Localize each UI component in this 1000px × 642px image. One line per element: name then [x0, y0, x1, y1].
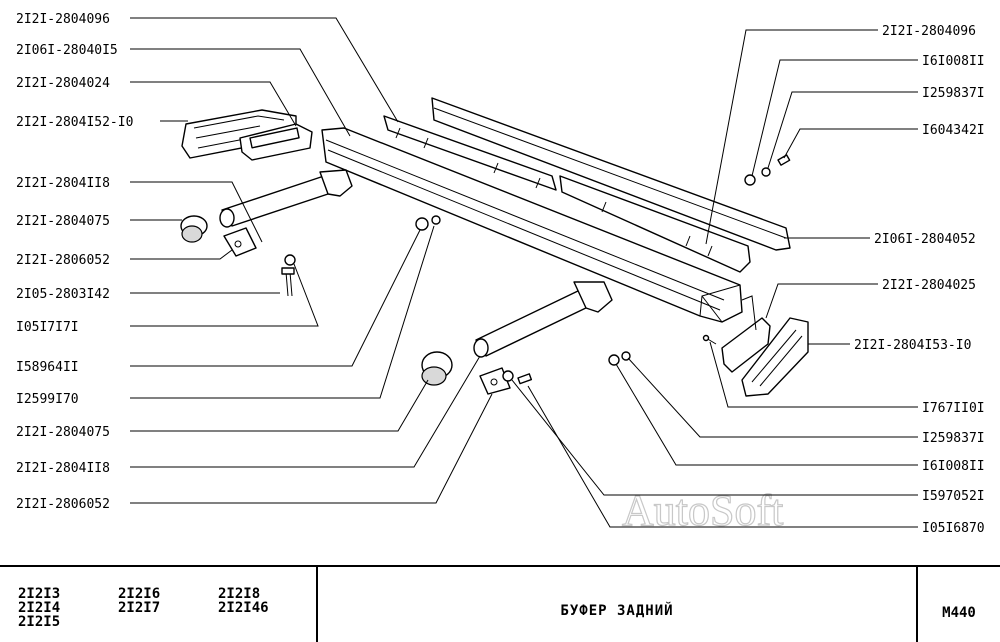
bumper-moulding — [431, 97, 791, 251]
label-right-6: 2I2I-2804025 — [882, 278, 976, 293]
bumper-bracket-left — [383, 115, 557, 191]
labels-left: 2I2I-2804096 2I06I-28040I5 2I2I-2804024 … — [16, 12, 133, 512]
label-right-9: I259837I — [922, 431, 985, 446]
model-code: 2I2I7 — [118, 600, 161, 616]
end-cap-right — [741, 317, 809, 397]
model-code: 2I2I4 — [18, 600, 61, 616]
washer-left — [284, 254, 296, 266]
screw-right — [702, 334, 717, 345]
label-right-3: I259837I — [922, 86, 985, 101]
label-right-1: 2I2I-2804096 — [882, 24, 976, 39]
leader-lines-left — [130, 17, 493, 504]
model-column-2: 2I2I6 2I2I7 — [118, 587, 160, 615]
model-code: 2I2I5 — [18, 614, 61, 630]
label-right-11: I597052I — [922, 489, 985, 504]
label-left-9: I05I7I7I — [16, 320, 79, 335]
grommet-left — [180, 215, 208, 243]
nuts-left — [415, 215, 441, 231]
label-right-12: I05I6870 — [922, 521, 985, 536]
labels-right: 2I2I-2804096 I6I008II I259837I I604342I … — [854, 24, 985, 536]
fasteners-top-right — [744, 154, 791, 186]
label-left-11: I2599I70 — [16, 392, 79, 407]
support-tube-right — [473, 281, 613, 358]
label-left-3: 2I2I-2804024 — [16, 76, 110, 91]
label-right-5: 2I06I-2804052 — [874, 232, 976, 247]
label-left-14: 2I2I-2806052 — [16, 497, 110, 512]
watermark: AutoSoft — [622, 486, 783, 535]
label-left-6: 2I2I-2804075 — [16, 214, 110, 229]
bumper-beam — [321, 127, 743, 323]
model-code: 2I2I6 — [118, 586, 161, 602]
label-right-8: I767II0I — [922, 401, 985, 416]
label-right-10: I6I008II — [922, 459, 985, 474]
support-tube-left — [219, 169, 353, 228]
label-left-10: I58964II — [16, 360, 79, 375]
grommet-right — [421, 351, 453, 386]
model-code: 2I2I3 — [18, 586, 61, 602]
bolt-left — [281, 267, 295, 297]
label-left-5: 2I2I-2804II8 — [16, 176, 110, 191]
label-right-4: I604342I — [922, 123, 985, 138]
label-right-2: I6I008II — [922, 54, 985, 69]
model-column-1: 2I2I3 2I2I4 2I2I5 — [18, 587, 60, 629]
bumper-bracket-right — [559, 175, 751, 273]
title-block: 2I2I3 2I2I4 2I2I5 2I2I6 2I2I7 2I2I8 2I2I… — [0, 565, 1000, 642]
model-code: 2I2I8 — [218, 586, 261, 602]
page-code: M440 — [942, 605, 976, 621]
model-list: 2I2I3 2I2I4 2I2I5 2I2I6 2I2I7 2I2I8 2I2I… — [0, 567, 318, 642]
nuts-right — [608, 351, 631, 366]
label-left-13: 2I2I-2804II8 — [16, 461, 110, 476]
label-left-8: 2I05-2803I42 — [16, 287, 110, 302]
nut-right — [502, 370, 514, 382]
bracket-left — [239, 123, 313, 161]
flange-plate-right — [479, 367, 511, 395]
model-code: 2I2I46 — [218, 600, 269, 616]
label-right-7: 2I2I-2804I53-I0 — [854, 338, 971, 353]
label-left-12: 2I2I-2804075 — [16, 425, 110, 440]
bracket-right — [721, 295, 771, 373]
bolt-right — [517, 373, 533, 385]
flange-plate-left — [223, 227, 257, 257]
label-left-1: 2I2I-2804096 — [16, 12, 110, 27]
code-cell: M440 — [918, 567, 1000, 642]
label-left-7: 2I2I-2806052 — [16, 253, 110, 268]
title-cell: БУФЕР ЗАДНИЙ — [318, 567, 918, 642]
parts-diagram: AutoSoft — [16, 12, 985, 536]
leader-lines-right — [511, 29, 918, 528]
label-left-2: 2I06I-28040I5 — [16, 43, 118, 58]
model-column-3: 2I2I8 2I2I46 — [218, 587, 269, 615]
assembly-title: БУФЕР ЗАДНИЙ — [560, 603, 674, 619]
label-left-4: 2I2I-2804I52-I0 — [16, 115, 133, 130]
